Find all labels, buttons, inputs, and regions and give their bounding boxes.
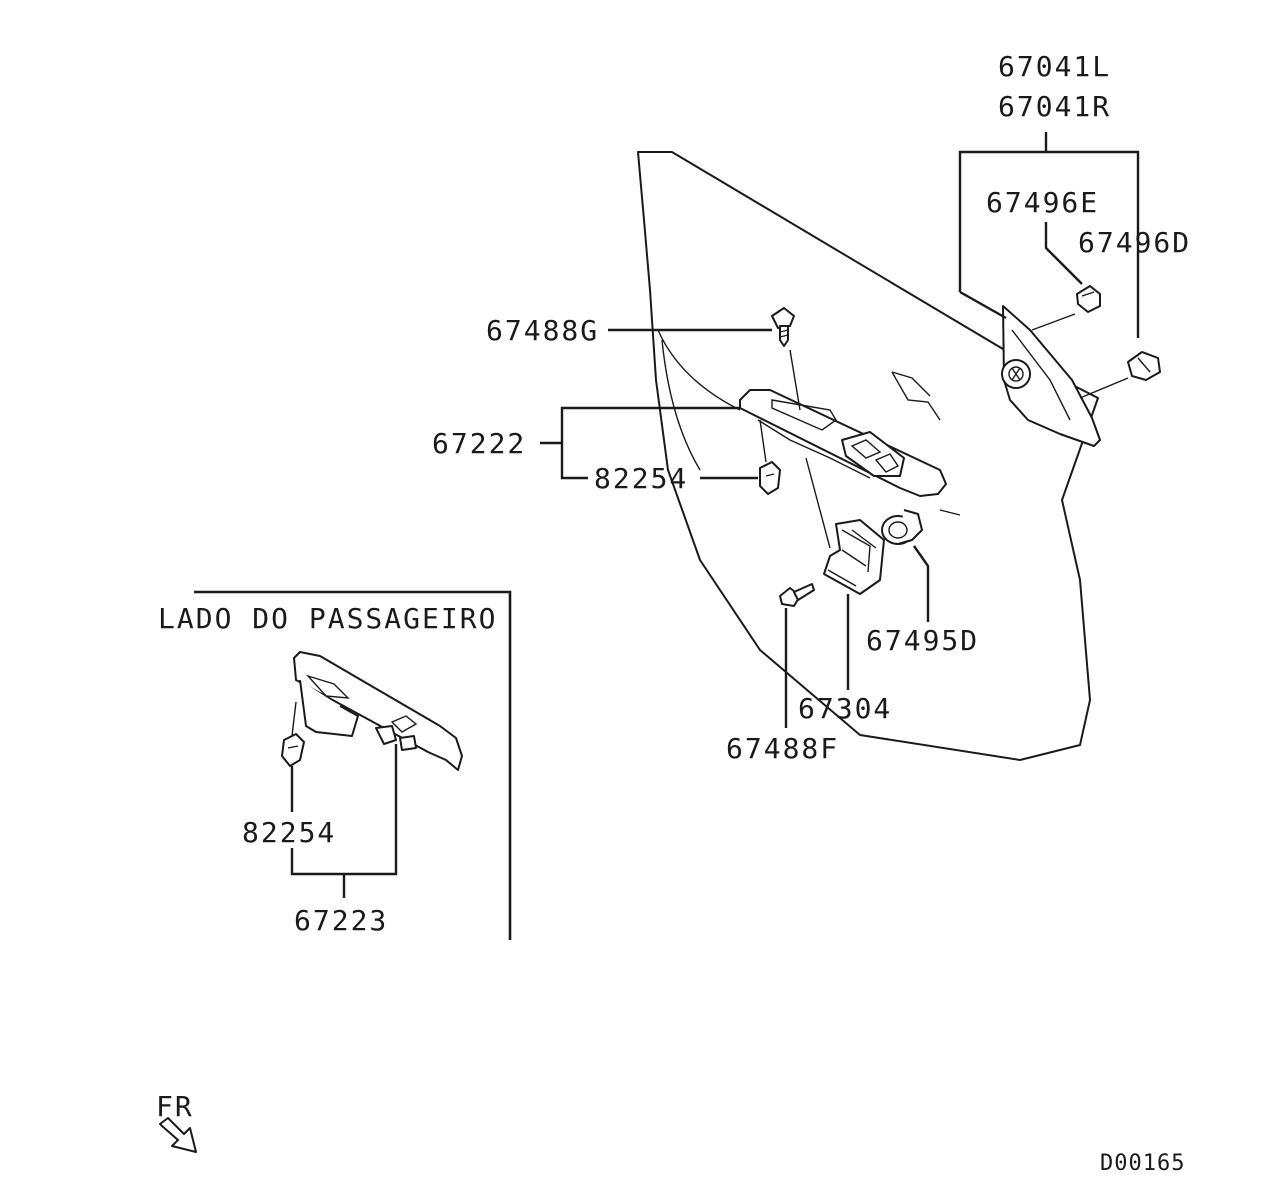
label-67496D: 67496D — [1078, 226, 1191, 259]
clip-67496D — [1127, 351, 1161, 381]
label-67041R: 67041R — [998, 90, 1111, 123]
arrow-down-right-icon — [159, 1117, 197, 1153]
label-82254-inset: 82254 — [242, 816, 336, 849]
clip-82254-main — [759, 461, 781, 495]
label-67222: 67222 — [432, 427, 526, 460]
label-67041L: 67041L — [998, 50, 1111, 83]
screw-67488G — [771, 307, 795, 347]
front-marker-label: FR — [156, 1090, 194, 1123]
screw-67488F — [779, 583, 815, 607]
diagram-code: D00165 — [1100, 1151, 1185, 1176]
inset-title: LADO DO PASSAGEIRO — [158, 602, 497, 635]
label-67488G: 67488G — [486, 314, 599, 347]
label-67496E: 67496E — [986, 186, 1099, 219]
corner-trim-piece — [1001, 305, 1129, 447]
label-67495D: 67495D — [866, 624, 979, 657]
leader-lines — [540, 132, 1140, 728]
switch-panel-driver — [739, 389, 947, 497]
label-82254-main: 82254 — [594, 462, 688, 495]
label-67223: 67223 — [294, 904, 388, 937]
passenger-side-inset — [194, 590, 512, 940]
label-67304: 67304 — [798, 692, 892, 725]
label-67488F: 67488F — [726, 732, 839, 765]
clip-67495D — [881, 509, 923, 545]
bracket-67304 — [823, 519, 885, 595]
clip-67496E — [1076, 285, 1101, 313]
